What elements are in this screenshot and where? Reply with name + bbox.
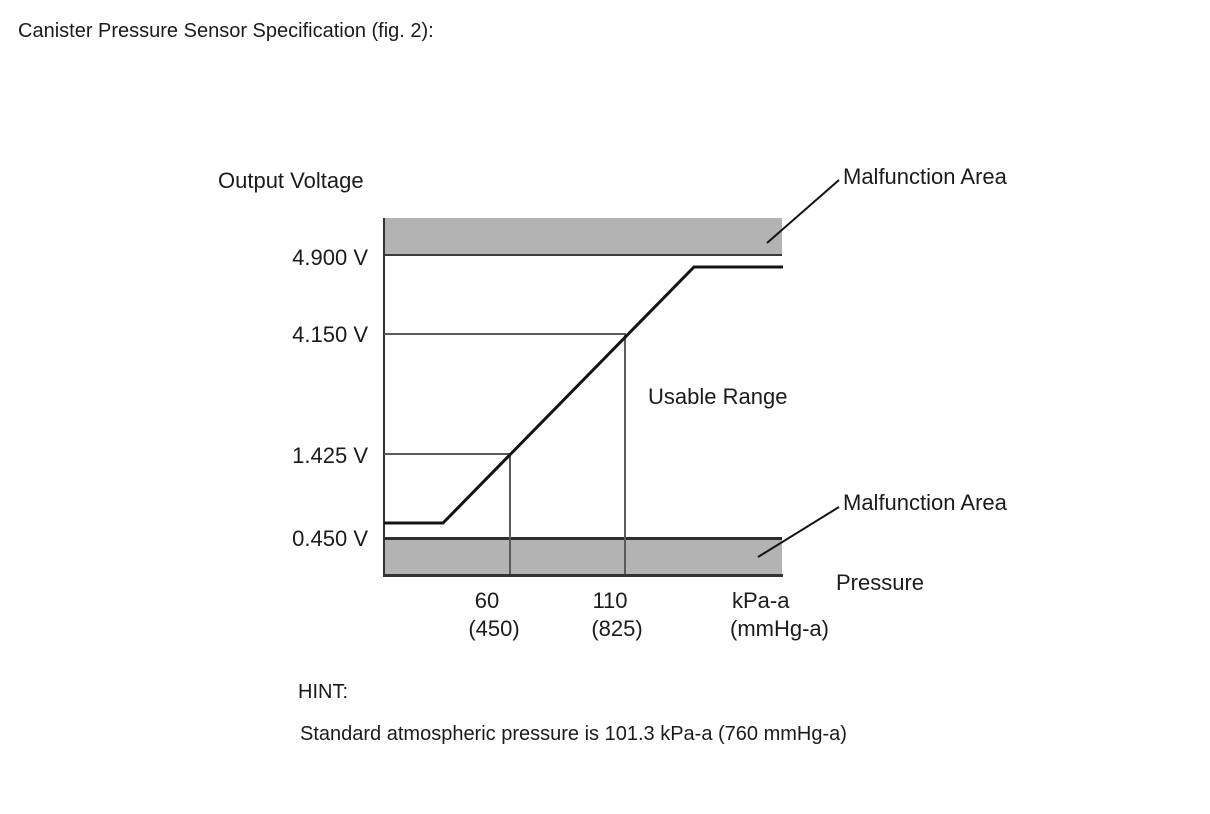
hint-text: Standard atmospheric pressure is 101.3 k…	[300, 723, 847, 745]
page-title: Canister Pressure Sensor Specification (…	[18, 20, 434, 42]
gridline-60kpa	[509, 453, 511, 574]
y-tick-0450v: 0.450 V	[292, 526, 368, 551]
x-tick-110kpa: 110	[592, 588, 628, 613]
x-axis-unit-mmhg: (mmHg-a)	[730, 616, 829, 641]
hint-heading: HINT:	[298, 681, 348, 703]
malfunction-area-label-bottom: Malfunction Area	[843, 490, 1007, 515]
gridline-4150v	[384, 333, 626, 335]
x-axis-title: Pressure	[836, 570, 925, 595]
y-axis-title: Output Voltage	[218, 168, 364, 193]
y-tick-4150v: 4.150 V	[292, 322, 368, 347]
x-axis-line	[383, 574, 783, 577]
x-tick-60kpa: 60	[474, 588, 500, 613]
usable-range-label: Usable Range	[648, 384, 788, 409]
y-tick-1425v: 1.425 V	[292, 443, 368, 468]
malfunction-area-label-top: Malfunction Area	[843, 164, 1007, 189]
gridline-110kpa	[624, 333, 626, 574]
gridline-1425v	[384, 453, 511, 455]
x-axis-unit-kpa: kPa-a	[732, 588, 790, 613]
malfunction-band-top	[384, 218, 782, 256]
x-tick-450mmhg: (450)	[468, 616, 520, 641]
malfunction-band-bottom	[384, 537, 782, 574]
y-tick-4900v: 4.900 V	[292, 245, 368, 270]
x-tick-825mmhg: (825)	[591, 616, 643, 641]
y-axis-line	[383, 218, 385, 577]
